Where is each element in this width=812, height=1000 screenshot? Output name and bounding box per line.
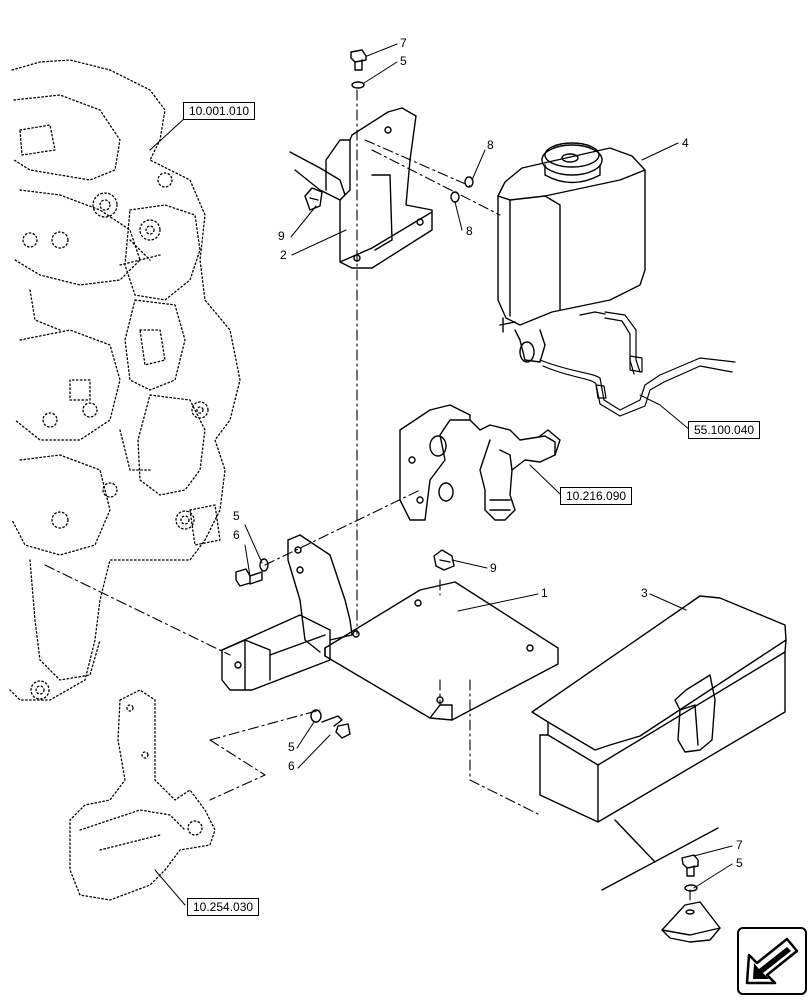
assembly-lines	[44, 89, 691, 901]
weld-nut	[661, 901, 721, 943]
callout-5-top: 5	[400, 54, 407, 68]
callout-8-b: 8	[466, 224, 473, 238]
bolt-low	[321, 715, 351, 739]
callout-5-low: 5	[288, 740, 295, 754]
engine-assembly-outline	[9, 59, 241, 701]
washer-top	[351, 81, 365, 89]
reservoir-bracket	[289, 107, 433, 269]
grommet-upper	[464, 176, 474, 188]
bolt-mid-left	[235, 568, 263, 587]
break-line-short	[614, 819, 656, 863]
bolt-bottom	[681, 854, 699, 877]
toolbox	[531, 595, 787, 823]
callout-6-mid: 6	[233, 528, 240, 542]
callout-8-a: 8	[487, 138, 494, 152]
hose-clamp-mid	[433, 549, 455, 571]
washer-bottom	[684, 884, 698, 892]
callout-9-mid: 9	[490, 561, 497, 575]
break-line	[601, 827, 719, 891]
callout-7-bot: 7	[736, 838, 743, 852]
front-support-outline	[69, 689, 216, 901]
callout-2: 2	[280, 248, 287, 262]
fuel-filter-assembly	[399, 404, 561, 521]
callout-3: 3	[641, 586, 648, 600]
callout-5-mid: 5	[233, 509, 240, 523]
ref-box-washer-hose[interactable]: 55.100.040	[688, 421, 761, 439]
washer-hose	[539, 311, 736, 417]
ref-box-fuel-filter[interactable]: 10.216.090	[560, 487, 633, 505]
previous-page-arrow-icon[interactable]	[737, 927, 807, 995]
mounting-plate	[221, 534, 559, 721]
washer-reservoir	[497, 142, 646, 363]
callout-6-low: 6	[288, 759, 295, 773]
ref-box-engine[interactable]: 10.001.010	[183, 102, 256, 120]
leader-lines	[149, 43, 733, 906]
washer-low	[310, 709, 322, 723]
ref-box-front-support[interactable]: 10.254.030	[187, 898, 260, 916]
callout-5-bot: 5	[736, 856, 743, 870]
arrow-down-left-icon	[745, 937, 799, 985]
callout-9-top: 9	[278, 229, 285, 243]
callout-1: 1	[541, 586, 548, 600]
washer-mid-left	[259, 558, 269, 572]
hose-clamp-top	[304, 187, 323, 211]
callout-7-top: 7	[400, 36, 407, 50]
bolt-top	[350, 49, 367, 71]
callout-4: 4	[682, 136, 689, 150]
